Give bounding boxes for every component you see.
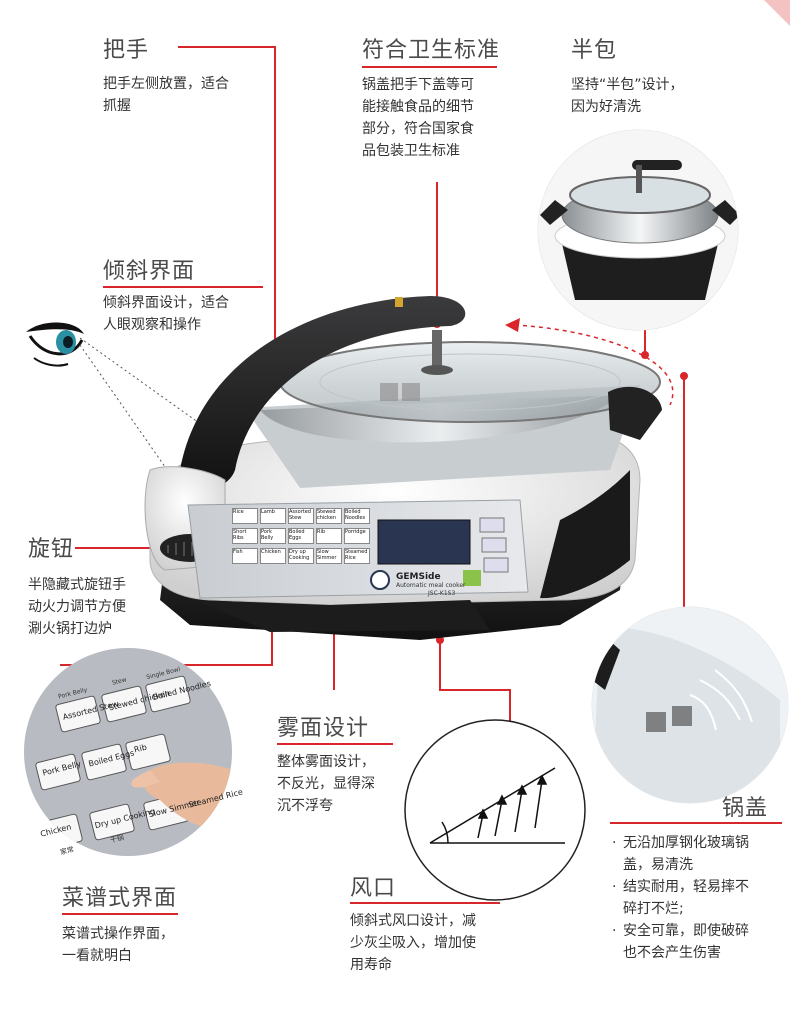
menu-title: 菜谱式界面 [62,886,178,911]
hygiene-underline [362,66,497,68]
knob-desc: 半隐藏式旋钮手 动火力调节方便 涮火锅打边炉 [28,577,126,637]
tilt-title: 倾斜界面 [103,259,196,284]
tilt-desc: 倾斜界面设计，适合 人眼观察和操作 [103,295,229,333]
device-button[interactable]: Stewed chicken [316,508,342,524]
vent-title: 风口 [350,876,397,901]
menu-underline [62,913,178,915]
lid-bullet: · 无沿加厚钢化玻璃锅 盖，易清洗 [612,835,749,873]
device-button[interactable]: Boiled Eggs [288,528,314,544]
device-brand: GEMSide [396,572,441,582]
matte-desc: 整体雾面设计， 不反光，显得深 沉不浮夸 [277,754,375,814]
device-button[interactable]: Fish [232,548,258,564]
device-button[interactable]: Short Ribs [232,528,258,544]
device-button[interactable]: Pork Belly [260,528,286,544]
device-button-grid: Rice Lamb Assorted Stew Stewed chicken B… [232,508,372,564]
device-button[interactable]: Dry up Cooking [288,548,314,564]
matte-underline [277,743,393,745]
device-button[interactable]: Lamb [260,508,286,524]
vent-desc: 倾斜式风口设计，减 少灰尘吸入，增加使 用寿命 [350,913,476,973]
half-title: 半包 [571,38,618,63]
device-subtitle: Automatic meal cooker [396,582,466,589]
tilt-underline [103,286,263,288]
device-button[interactable]: Assorted Stew [288,508,314,524]
lid-bullets: · 无沿加厚钢化玻璃锅 盖，易清洗 · 结实耐用，轻易摔不 碎打不烂; · 安全… [610,832,782,964]
lid-underline [610,822,782,824]
device-button[interactable]: Chicken [260,548,286,564]
vent-underline [350,902,500,904]
device-button[interactable]: Rib [316,528,342,544]
lid-title: 锅盖 [722,796,769,821]
handle-title: 把手 [103,38,150,63]
hygiene-desc: 锅盖把手下盖等可 能接触食品的细节 部分，符合国家食 品包装卫生标准 [362,77,474,159]
matte-title: 雾面设计 [277,716,370,741]
handle-desc: 把手左侧放置，适合 抓握 [103,76,229,114]
knob-title: 旋钮 [28,537,75,562]
menu-desc: 菜谱式操作界面， 一看就明白 [62,926,174,964]
device-button[interactable]: Rice [232,508,258,524]
half-desc: 坚持“半包”设计， 因为好清洗 [571,77,684,115]
device-button[interactable]: Porridge [344,528,370,544]
device-model: JSC-K1S3 [428,590,456,597]
hygiene-title: 符合卫生标准 [362,38,501,63]
device-button[interactable]: Boiled Noodles [344,508,370,524]
lid-bullet: · 安全可靠，即使破碎 也不会产生伤害 [612,923,749,961]
corner-decoration [764,0,790,26]
lid-bullet: · 结实耐用，轻易摔不 碎打不烂; [612,879,749,917]
device-button[interactable]: Steamed Rice [344,548,370,564]
device-button[interactable]: Slow Simmer [316,548,342,564]
